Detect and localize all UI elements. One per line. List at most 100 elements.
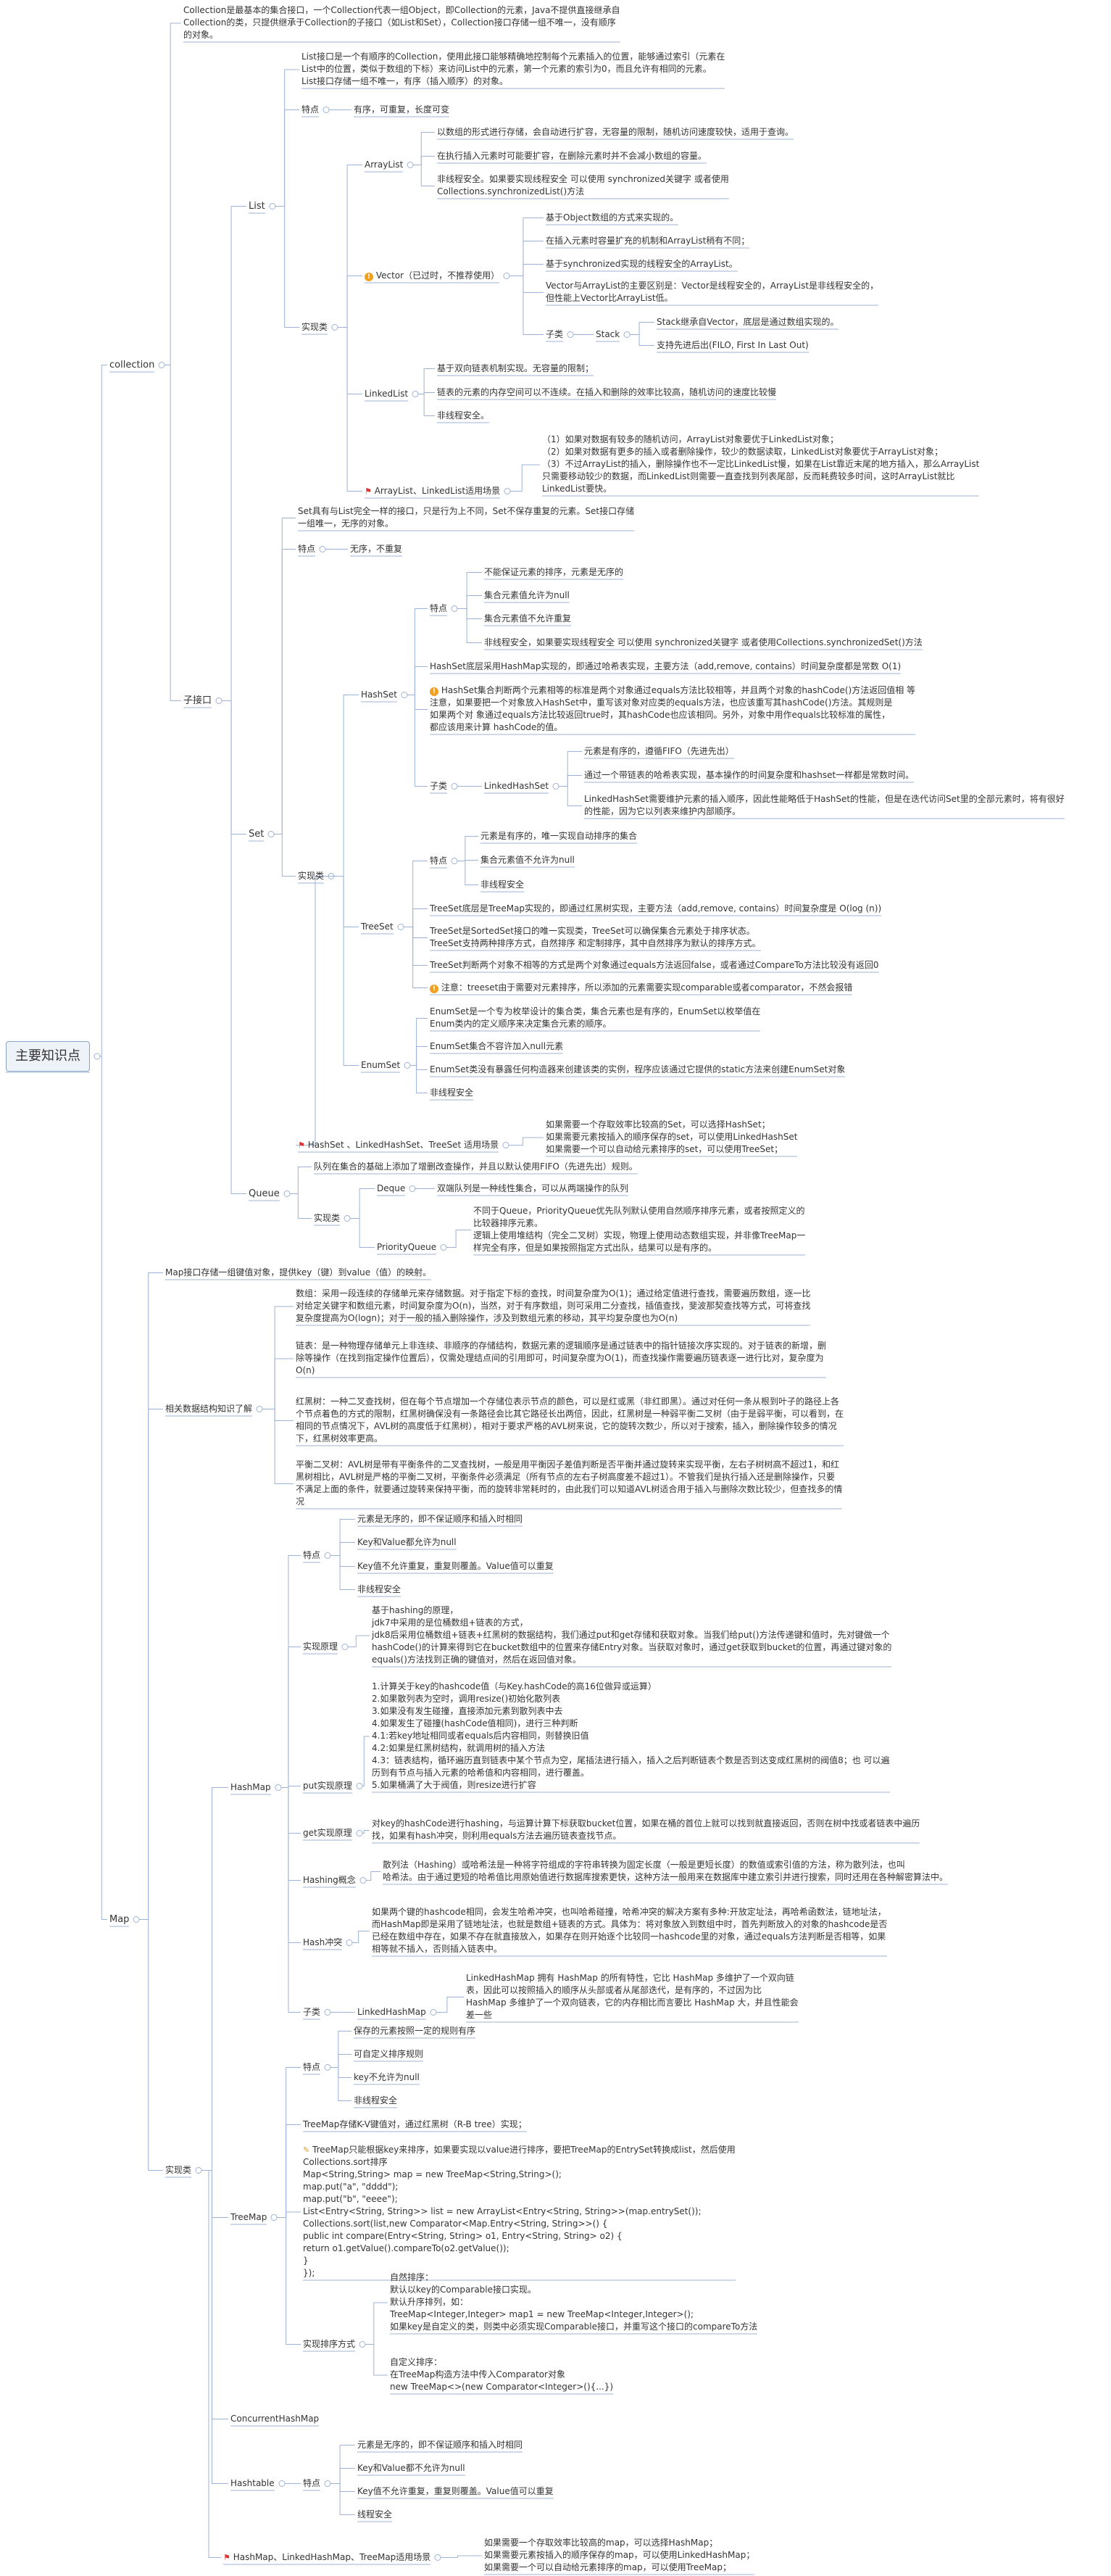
hashset-feature-1: 不能保证元素的排序，元素是无序的 [484,567,624,577]
treemap-sort-natural: 自然排序： 默认以key的Comparable接口实现。 默认升序排列，如： T… [390,2272,758,2332]
hashmap-principle-label[interactable]: 实现原理 [303,1641,338,1652]
stack-node[interactable]: Stack [596,329,620,339]
hashmap-feature-4: 非线程安全 [357,1584,401,1594]
arraylist-item-2: 在执行插入元素时可能要扩容，在删除元素时并不会减小数组的容量。 [437,151,707,161]
set-desc: Set具有与List完全一样的接口，只是行为上不同，Set不保存重复的元素。Se… [298,506,635,529]
linkedlist-node[interactable]: LinkedList [365,389,409,399]
pin-icon: ✎ [303,2145,310,2155]
hashmap-feature-2: Key和Value都允许为null [357,1537,457,1547]
treeset-warn-text: 注意：treeset由于需要对元素排序，所以添加的元素需要实现comparabl… [441,982,853,993]
treeset-node[interactable]: TreeSet [361,922,394,932]
concurrenthashmap-node[interactable]: ConcurrentHashMap [230,2414,320,2424]
collection-node[interactable]: collection [109,360,155,370]
map-impl-label[interactable]: 实现类 [165,2165,192,2175]
hashtable-feature-label[interactable]: 特点 [303,2478,321,2488]
set-scene-node[interactable]: ⚑ HashSet 、LinkedHashSet、TreeSet 适用场景 [298,1139,499,1151]
deque-text: 双端队列是一种线性集合，可以从两端操作的队列 [437,1183,629,1193]
collection-desc: Collection是最基本的集合接口，一个Collection代表一组Obje… [183,5,620,40]
queue-impl-label[interactable]: 实现类 [314,1213,341,1223]
vector-child-label[interactable]: 子类 [546,329,564,339]
treeset-item-2: TreeSet是SortedSet接口的唯一实现类，TreeSet可以确保集合元… [430,926,761,948]
priorityqueue-node[interactable]: PriorityQueue [377,1242,437,1252]
list-node[interactable]: List [249,201,265,212]
hashmap-hashing-label[interactable]: Hashing概念 [303,1875,356,1885]
hashmap-hash-label[interactable]: Hash冲突 [303,1937,343,1947]
hashmap-feature-label[interactable]: 特点 [303,1550,321,1560]
linkedlist-item-2: 链表的元素的内存空间可以不连续。在插入和删除的效率比较高，随机访问的速度比较慢 [437,387,777,397]
warning-icon: ! [430,985,438,993]
hashmap-node[interactable]: HashMap [230,1782,271,1792]
hashtable-node[interactable]: Hashtable [230,2478,275,2488]
hashset-child-label[interactable]: 子类 [430,781,448,791]
map-node[interactable]: Map [109,1914,130,1925]
enumset-item-1: EnumSet是一个专为枚举设计的集合类，集合元素也是有序的，EnumSet以枚… [430,1006,761,1029]
queue-node[interactable]: Queue [249,1188,280,1199]
list-feature: 有序，可重复，长度可变 [354,104,450,115]
linkedhashmap-node[interactable]: LinkedHashMap [357,2007,426,2017]
hashset-feature-4: 非线程安全，如果要实现线程安全 可以使用 synchronized关键字 或者使… [484,637,923,647]
hashset-feature-label[interactable]: 特点 [430,603,448,613]
queue-desc: 队列在集合的基础上添加了增删改查操作，并且以默认使用FIFO（先进先出）规则。 [314,1161,638,1172]
arraylist-node[interactable]: ArrayList [365,160,404,170]
enumset-node[interactable]: EnumSet [361,1060,401,1070]
map-scene-node[interactable]: ⚑ HashMap、LinkedHashMap、TreeMap适用场景 [223,2551,430,2564]
set-node[interactable]: Set [249,829,265,840]
treeset-item-1: TreeSet底层是TreeMap实现的，即通过红黑树实现，主要方法（add,r… [430,903,882,914]
flag-icon: ⚑ [365,486,372,496]
stack-item-1: Stack继承自Vector，底层是通过数组实现的。 [657,317,839,327]
arraylist-item-1: 以数组的形式进行存储，会自动进行扩容，无容量的限制，随机访问速度较快，适用于查询… [437,127,794,137]
related-linkedlist: 链表：是一种物理存储单元上非连续、非顺序的存储结构，数据元素的逻辑顺序是通过链表… [296,1341,827,1375]
treeset-feature-2: 集合元素值不允许为null [480,855,575,865]
deque-node[interactable]: Deque [377,1183,406,1193]
treemap-feature-4: 非线程安全 [354,2095,398,2105]
treemap-sort-label[interactable]: 实现排序方式 [303,2339,356,2349]
enumset-item-3: EnumSet类没有暴露任何构造器来创建该类的实例，程序应该通过它提供的stat… [430,1064,846,1074]
hashmap-child-label[interactable]: 子类 [303,2007,321,2017]
related-avl: 平衡二叉树：AVL树是带有平衡条件的二叉查找树，一般是用平衡因子差值判断是否平衡… [296,1459,843,1507]
set-impl-label[interactable]: 实现类 [298,871,325,881]
hashmap-hashing-text: 散列法（Hashing）或哈希法是一种将字符组成的字符串转换为固定长度（一般是更… [383,1860,949,1882]
hashmap-feature-1: 元素是无序的，即不保证顺序和插入时相同 [357,1514,523,1524]
vector-item-1: 基于Object数组的方式来实现的。 [546,212,679,223]
treeset-feature-1: 元素是有序的，唯一实现自动排序的集合 [480,831,638,841]
warning-icon: ! [430,687,438,696]
root-node[interactable]: 主要知识点 [6,1041,90,1072]
linkedhashset-item-1: 元素是有序的，遵循FIFO（先进先出） [584,746,734,756]
hashset-feature-3: 集合元素值不允许重复 [484,613,572,624]
flag-icon: ⚑ [223,2553,230,2562]
vector-item-4: Vector与ArrayList的主要区别是：Vector是线程安全的，Arra… [546,281,879,303]
set-feature-label[interactable]: 特点 [298,544,316,554]
enumset-item-4: 非线程安全 [430,1088,474,1098]
sub-interfaces-node[interactable]: 子接口 [183,695,212,706]
linkedhashmap-text: LinkedHashMap 拥有 HashMap 的所有特性，它比 HashMa… [466,1973,799,2020]
treemap-node[interactable]: TreeMap [230,2212,267,2222]
hashset-warn: ! HashSet集合判断两个元素相等的标准是两个对象通过equals方法比较相… [430,684,915,734]
hashtable-feature-2: Key和Value都不允许为null [357,2463,465,2473]
related-rbtree: 红黑树：一种二叉查找树，但在每个节点增加一个存储位表示节点的颜色，可以是红或黑（… [296,1396,844,1444]
treemap-feature-label[interactable]: 特点 [303,2062,321,2072]
warning-icon: ! [365,273,373,281]
hashmap-principle-text: 基于hashing的原理， jdk7中采用的是位桶数组+链表的方式， jdk8后… [372,1605,892,1665]
vector-node[interactable]: ! Vector（已过时，不推荐使用） [365,270,499,282]
linkedhashset-node[interactable]: LinkedHashSet [484,781,549,791]
treemap-feature-2: 可自定义排序规则 [354,2049,424,2059]
linkedlist-item-1: 基于双向链表机制实现。无容量的限制； [437,363,594,373]
set-feature: 无序，不重复 [350,544,403,554]
list-impl-label[interactable]: 实现类 [301,322,328,332]
list-desc: List接口是一个有顺序的Collection，使用此接口能够精确地控制每个元素… [301,51,725,86]
hashmap-put-label[interactable]: put实现原理 [303,1781,352,1791]
treemap-feature-1: 保存的元素按照一定的规则有序 [354,2026,476,2036]
hashset-node[interactable]: HashSet [361,689,397,700]
related-node[interactable]: 相关数据结构知识了解 [165,1404,253,1414]
treeset-feature-3: 非线程安全 [480,879,525,890]
hashmap-get-text: 对key的hashCode进行hashing，与运算计算下标获取bucket位置… [372,1818,920,1841]
vector-item-2: 在插入元素时容量扩充的机制和ArrayList稍有不同； [546,236,750,246]
linkedhashset-item-3: LinkedHashSet需要维护元素的插入顺序，因此性能略低于HashSet的… [584,794,1065,816]
list-feature-label[interactable]: 特点 [301,104,320,115]
hashmap-get-label[interactable]: get实现原理 [303,1828,352,1838]
vector-item-3: 基于synchronized实现的线程安全的ArrayList。 [546,259,738,269]
linkedhashset-item-2: 通过一个带链表的哈希表实现，基本操作的时间复杂度和hashset一样都是常数时间… [584,770,915,780]
treeset-feature-label[interactable]: 特点 [430,856,448,866]
list-scene-node[interactable]: ⚑ ArrayList、LinkedList适用场景 [365,485,500,497]
